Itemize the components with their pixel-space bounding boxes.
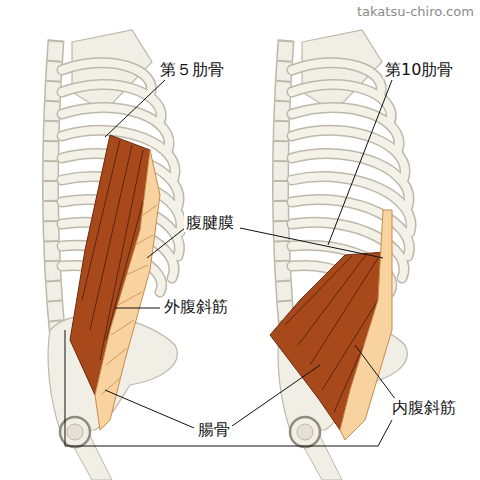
external-oblique (70, 135, 160, 430)
bone-label: 第５肋骨 (158, 60, 226, 79)
skeleton-left (48, 30, 181, 480)
bone-label: 第10肋骨 (383, 60, 455, 79)
bone-label: 腸骨 (196, 420, 232, 439)
muscle-label: 内腹斜筋 (390, 398, 458, 417)
leader-lines (65, 80, 396, 446)
internal-oblique (270, 210, 392, 440)
muscle-label: 外腹斜筋 (162, 297, 230, 316)
tissue-label: 腹腱膜 (184, 213, 236, 232)
watermark: takatsu-chiro.com (355, 4, 476, 20)
